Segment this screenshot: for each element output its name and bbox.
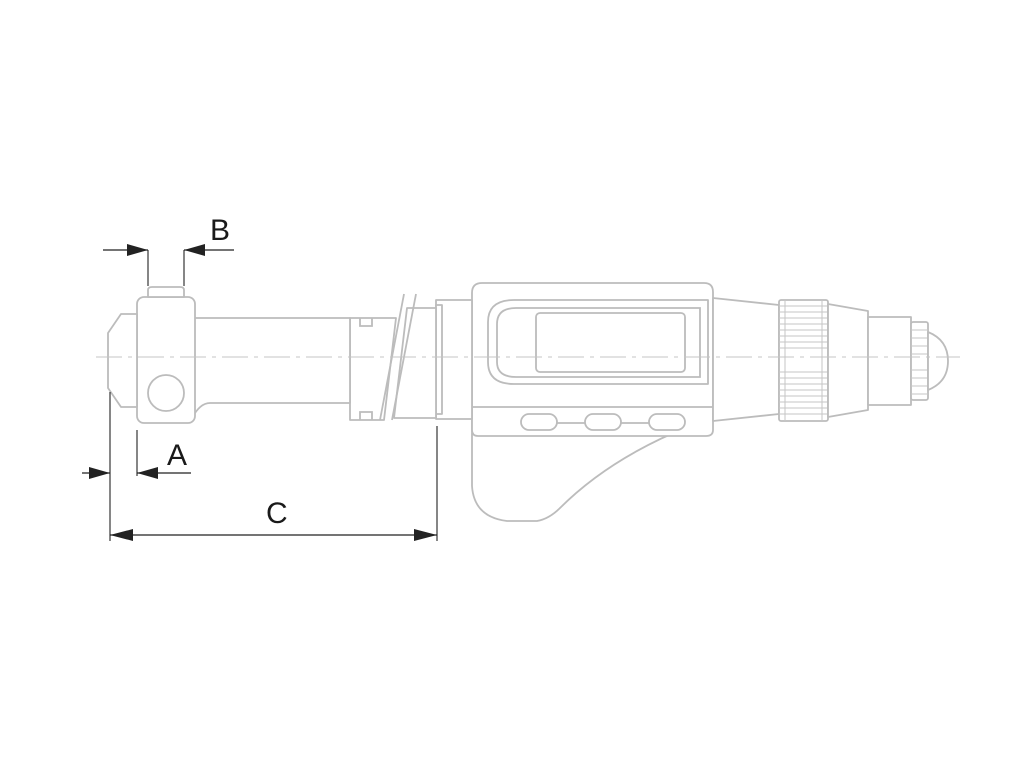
arrowhead-icon xyxy=(127,244,148,256)
lcd-screen xyxy=(535,312,686,373)
ring-top-lug xyxy=(147,286,185,298)
display-bezel-inner xyxy=(496,307,701,378)
stem xyxy=(191,317,351,419)
arrowhead-icon xyxy=(137,467,158,479)
dimension-a: A xyxy=(82,392,191,479)
extension-rod-right xyxy=(393,307,437,419)
dimension-b: B xyxy=(103,214,234,286)
dimension-c-label: C xyxy=(266,497,288,530)
thimble-cap xyxy=(827,303,869,418)
measuring-pin xyxy=(147,374,185,412)
ratchet-knob xyxy=(910,321,929,401)
dimension-c: C xyxy=(109,426,438,541)
contact-anvil xyxy=(107,313,138,408)
button-left xyxy=(520,413,558,431)
button-right xyxy=(648,413,686,431)
ratchet-body xyxy=(867,316,912,406)
arrowhead-icon xyxy=(184,244,205,256)
ratchet-dome xyxy=(927,331,949,391)
dimension-b-label: B xyxy=(210,214,230,247)
rod-grooves xyxy=(359,318,373,420)
arrowhead-icon xyxy=(414,529,437,541)
control-buttons xyxy=(520,413,686,431)
arrowhead-icon xyxy=(110,529,133,541)
sleeve xyxy=(712,297,780,422)
button-middle xyxy=(584,413,622,431)
dimension-a-label: A xyxy=(167,439,187,472)
arrowhead-icon xyxy=(89,467,110,479)
thimble-knurl xyxy=(779,300,828,421)
micrometer-body xyxy=(107,282,949,522)
ratchet-knurl xyxy=(911,329,928,395)
